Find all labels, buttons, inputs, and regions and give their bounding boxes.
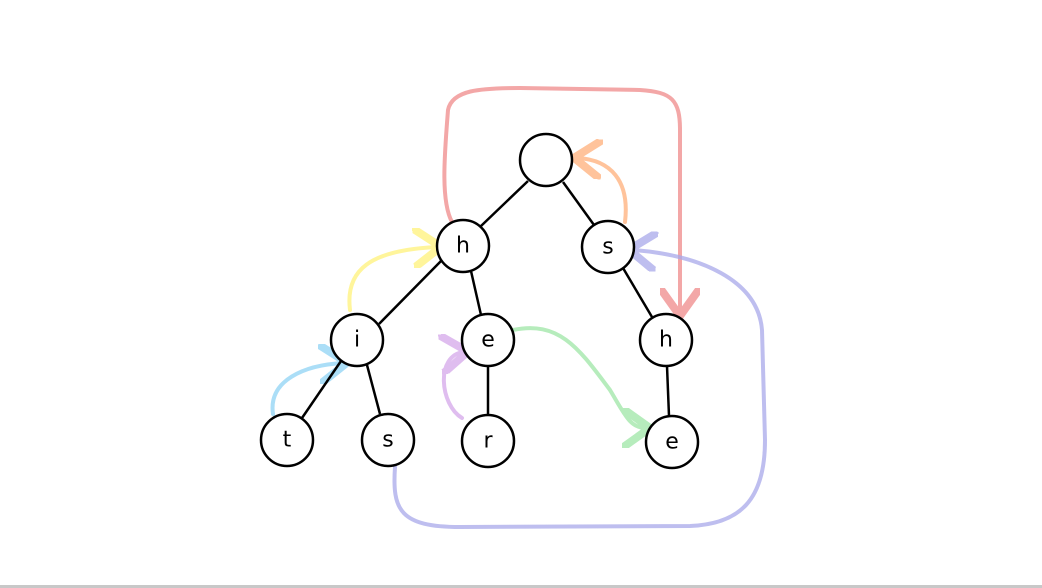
svg-text:s: s (602, 235, 613, 260)
failure-link-yellow (347, 247, 437, 312)
trie-node-t: t (259, 412, 315, 468)
trie-node-she: e (644, 414, 700, 470)
failure-link-blue (270, 363, 343, 416)
edge-i-s (365, 364, 382, 415)
edge-h-e (469, 270, 483, 316)
svg-text:i: i (354, 328, 360, 353)
svg-text:r: r (483, 429, 493, 454)
trie-node-h: h (435, 218, 491, 274)
failure-link-red (442, 86, 680, 312)
edge-s-h (621, 267, 654, 318)
svg-text:e: e (665, 430, 679, 455)
edge-h-i (378, 260, 442, 325)
svg-text:h: h (456, 234, 470, 259)
failure-link-orange (578, 158, 628, 224)
svg-text:t: t (283, 428, 292, 453)
failure-link-purple (444, 352, 464, 420)
failure-link-indigo (392, 250, 767, 529)
trie-node-is: s (360, 412, 416, 468)
trie-node-sh: h (638, 312, 694, 368)
edge-root-h (480, 180, 529, 227)
svg-text:h: h (659, 328, 673, 353)
bottom-border (0, 585, 1042, 588)
edge-h-e2 (665, 365, 671, 417)
edge-root-s (561, 181, 596, 226)
trie-node-root (518, 132, 574, 188)
trie-node-e: e (460, 312, 516, 368)
edge-i-t (300, 360, 343, 419)
trie-node-r: r (460, 413, 516, 469)
svg-text:s: s (382, 428, 393, 453)
failure-link-green (511, 326, 646, 428)
trie-node-i: i (329, 312, 385, 368)
svg-text:e: e (481, 328, 495, 353)
trie-node-s: s (580, 219, 636, 275)
